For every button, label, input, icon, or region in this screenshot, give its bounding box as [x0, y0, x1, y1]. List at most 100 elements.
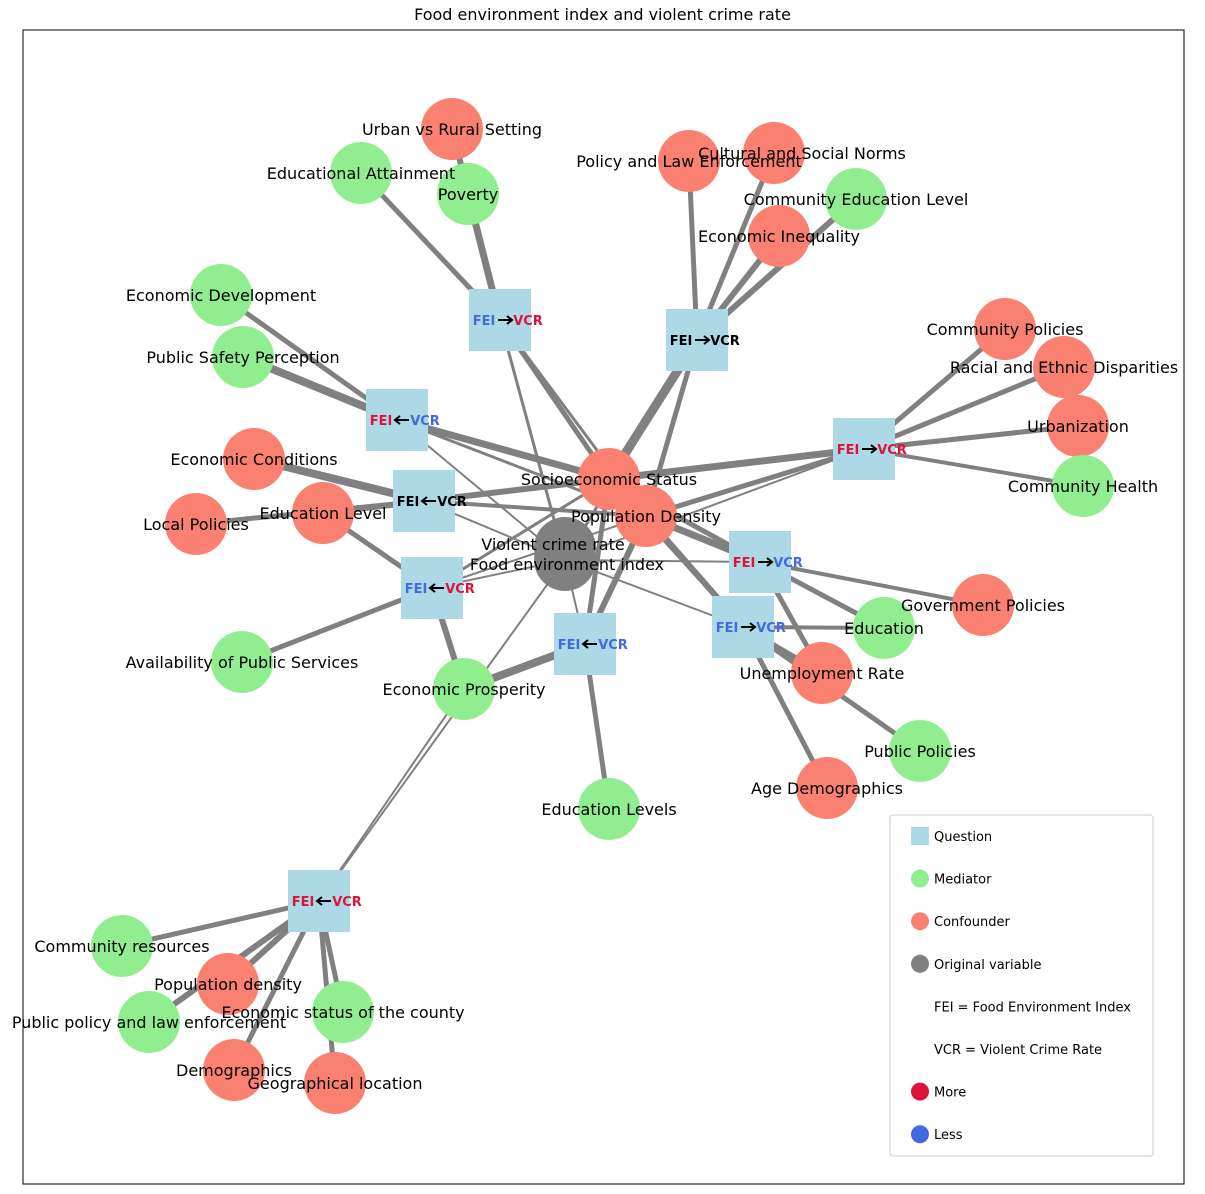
question-arrow-right-icon: [758, 557, 774, 567]
node-label-commhealth: Community Health: [1008, 477, 1158, 496]
edge-q4-orig: [564, 448, 865, 561]
mediator-node-econdev: [190, 264, 252, 326]
question-vcr-label: VCR: [332, 895, 362, 910]
edge-q10-econpros: [318, 688, 465, 902]
node-label-edulevels: Education Levels: [541, 800, 676, 819]
question-arrow-left-icon: [581, 639, 597, 649]
legend-confounder-marker: [911, 912, 929, 931]
legend-question-marker: [911, 827, 929, 845]
node-label-popdens: Population Density: [571, 507, 721, 526]
question-fei-label: FEI: [292, 895, 315, 910]
question-arrow-right-icon: [695, 335, 711, 345]
question-vcr-label: VCR: [598, 638, 628, 653]
legend-original-marker: [911, 954, 929, 973]
edge-q4-racial: [863, 364, 1065, 452]
question-arrow-left-icon: [420, 496, 436, 506]
confounder-node-agedemo: [796, 757, 858, 819]
mediator-node-edulevels: [578, 778, 640, 840]
node-label-policylaw: Policy and Law Enforcement: [576, 152, 802, 171]
mediator-node-education: [853, 597, 915, 659]
node-label-availpub: Availability of Public Services: [126, 653, 359, 672]
node-label-edulevel: Education Level: [260, 504, 387, 523]
node-label-pubpolicylaw: Public policy and law enforcement: [12, 1013, 286, 1032]
node-label-racial: Racial and Ethnic Disparities: [950, 358, 1178, 377]
node-label-econstatus: Economic status of the county: [221, 1003, 464, 1022]
mediator-node-pubpolicylaw: [118, 991, 180, 1053]
mediator-node-commhealth: [1052, 455, 1114, 517]
question-arrow-left-icon: [393, 415, 409, 425]
original-variable-node-2: [534, 517, 596, 579]
node-label-cultural: Cultural and Social Norms: [698, 144, 906, 163]
edge-q4-ses: [608, 445, 865, 483]
question-fei-label: FEI: [558, 638, 581, 653]
edge-q10-commres: [121, 898, 320, 949]
mediator-node-commres: [91, 915, 153, 977]
question-fei-label: FEI: [733, 556, 756, 571]
node-label-pubpol: Public Policies: [864, 742, 976, 761]
edge-q10-orig: [318, 559, 566, 902]
legend-mediator-marker: [911, 869, 929, 888]
node-label-popdens2: Population density: [154, 975, 302, 994]
node-label-localpol: Local Policies: [143, 515, 249, 534]
question-fei-label: FEI: [837, 443, 860, 458]
node-label-commpol: Community Policies: [927, 320, 1084, 339]
edge-q2-cultural: [694, 152, 777, 341]
edge-q6-availpub: [241, 585, 433, 665]
confounder-node-unemp: [791, 642, 853, 704]
legend-label-question: Question: [934, 830, 992, 845]
question-arrow-left-icon: [315, 896, 331, 906]
node-label-econpros: Economic Prosperity: [382, 680, 545, 699]
question-arrow-left-icon: [428, 583, 444, 593]
plot-frame: [22, 29, 1185, 1185]
confounder-node-policylaw: [658, 130, 720, 192]
question-vcr-label: VCR: [513, 314, 543, 329]
edge-q5-popdens: [423, 499, 647, 518]
question-fei-label: FEI: [370, 414, 393, 429]
node-label-econineq: Economic Inequality: [698, 227, 860, 246]
legend-less-marker: [911, 1125, 929, 1144]
node-label-eduatt: Educational Attainment: [267, 164, 455, 183]
mediator-node-eduatt: [330, 142, 392, 204]
mediator-node-pubsafety: [212, 326, 274, 388]
legend-label-confounder: Confounder: [934, 915, 1011, 930]
node-label-commres: Community resources: [34, 937, 209, 956]
node-label-govpol: Government Policies: [901, 596, 1065, 615]
node-label-econdev: Economic Development: [126, 286, 316, 305]
node-label-education: Education: [844, 619, 924, 638]
question-vcr-label: VCR: [877, 443, 907, 458]
nodes-layer: [91, 98, 1114, 1114]
question-fei-label: FEI: [716, 621, 739, 636]
confounder-node-cultural: [743, 122, 805, 184]
mediator-node-econpros: [433, 658, 495, 720]
node-label-agedemo: Age Demographics: [751, 779, 903, 798]
original-label-1: Food environment index: [470, 555, 664, 574]
edge-q7-govpol: [759, 560, 984, 607]
confounder-node-urban: [421, 98, 483, 160]
edge-q3-ses: [396, 416, 610, 483]
question-arrow-right-icon: [862, 444, 878, 454]
node-label-commedu: Community Education Level: [744, 190, 969, 209]
question-vcr-label: VCR: [437, 495, 467, 510]
legend-label-note: FEI = Food Environment Index: [934, 1000, 1131, 1015]
node-label-poverty: Poverty: [438, 185, 499, 204]
confounder-node-racial: [1033, 336, 1095, 398]
original-label-0: Violent crime rate: [481, 535, 624, 554]
question-fei-label: FEI: [670, 334, 693, 349]
legend-label-note: VCR = Violent Crime Rate: [934, 1043, 1102, 1058]
question-vcr-label: VCR: [445, 582, 475, 597]
question-arrow-right-icon: [498, 315, 514, 325]
question-vcr-label: VCR: [710, 334, 740, 349]
question-fei-label: FEI: [397, 495, 420, 510]
mediator-node-poverty: [437, 163, 499, 225]
confounder-node-demographics: [203, 1039, 265, 1101]
question-vcr-label: VCR: [756, 621, 786, 636]
legend-more-marker: [911, 1082, 929, 1101]
mediator-node-pubpol: [889, 720, 951, 782]
node-label-demographics: Demographics: [176, 1061, 292, 1080]
confounder-node-govpol: [952, 574, 1014, 636]
diagram-title: Food environment index and violent crime…: [414, 5, 791, 24]
edge-q2-orig: [563, 339, 699, 561]
confounder-node-popdens2: [197, 953, 259, 1015]
